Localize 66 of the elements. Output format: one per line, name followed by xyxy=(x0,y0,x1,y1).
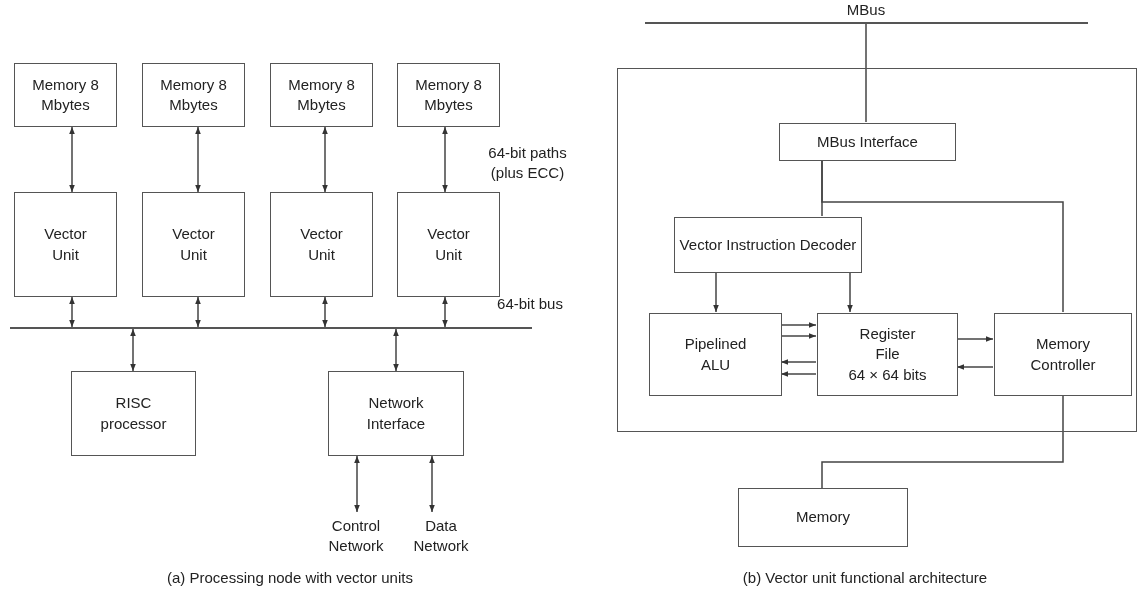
block-box xyxy=(142,63,245,127)
block-box xyxy=(14,192,117,297)
arrow xyxy=(442,126,448,193)
block-box xyxy=(14,63,117,127)
block-box xyxy=(142,192,245,297)
arrow xyxy=(780,359,817,365)
figure-caption: (a) Processing node with vector units xyxy=(166,568,414,588)
network-label: Data Network xyxy=(412,515,470,556)
arrow xyxy=(130,328,136,372)
block-box xyxy=(738,488,908,547)
bus-label: MBus xyxy=(845,0,887,20)
arrow xyxy=(393,328,399,372)
bus-label: 64-bit bus xyxy=(496,294,564,314)
connector-line xyxy=(821,159,1064,313)
arrow xyxy=(195,296,201,328)
box-label: Vector Instruction Decoder xyxy=(679,234,857,255)
block-box xyxy=(649,313,782,396)
box-label: Register File xyxy=(858,324,917,365)
box-label: Memory xyxy=(795,507,851,528)
box-label: MBus Interface xyxy=(817,131,918,152)
block-box xyxy=(270,192,373,297)
box-label: Vector Unit xyxy=(43,224,88,265)
box-label: Memory Controller xyxy=(1029,334,1097,375)
connector-line xyxy=(821,394,1064,489)
box-label: Network Interface xyxy=(365,393,427,434)
box-label: 64 × 64 bits xyxy=(848,364,927,385)
connector-line xyxy=(865,23,867,123)
box-label: Vector Unit xyxy=(299,224,344,265)
arrow xyxy=(847,271,853,313)
block-box xyxy=(71,371,196,456)
arrow xyxy=(956,336,994,342)
block-box xyxy=(817,313,958,396)
block-box xyxy=(779,123,956,161)
arrow xyxy=(429,455,435,513)
box-label: RISC processor xyxy=(99,393,168,434)
arrow xyxy=(780,322,817,328)
arrow xyxy=(69,126,75,193)
arrow xyxy=(956,364,994,370)
arrow xyxy=(69,296,75,328)
box-label: Pipelined ALU xyxy=(683,334,748,375)
arrow xyxy=(780,333,817,339)
block-box xyxy=(397,192,500,297)
bus-line xyxy=(10,327,532,329)
box-label: Memory 8 Mbytes xyxy=(287,74,356,115)
frame-box xyxy=(617,68,1137,432)
box-label: Memory 8 Mbytes xyxy=(414,74,483,115)
block-box xyxy=(397,63,500,127)
box-label: Vector Unit xyxy=(426,224,471,265)
path-note: 64-bit paths (plus ECC) xyxy=(487,143,568,184)
box-label: Memory 8 Mbytes xyxy=(31,74,100,115)
block-box xyxy=(674,217,862,273)
arrow xyxy=(354,455,360,513)
network-label: Control Network xyxy=(327,515,385,556)
block-box xyxy=(270,63,373,127)
block-box xyxy=(328,371,464,456)
arrow xyxy=(322,296,328,328)
bus-line xyxy=(645,22,1088,24)
arrow xyxy=(195,126,201,193)
arrow xyxy=(442,296,448,328)
box-label: Vector Unit xyxy=(171,224,216,265)
figure-caption: (b) Vector unit functional architecture xyxy=(741,568,989,588)
box-label: Memory 8 Mbytes xyxy=(159,74,228,115)
arrow xyxy=(780,371,817,377)
arrow xyxy=(713,271,719,313)
arrow xyxy=(322,126,328,193)
block-box xyxy=(994,313,1132,396)
